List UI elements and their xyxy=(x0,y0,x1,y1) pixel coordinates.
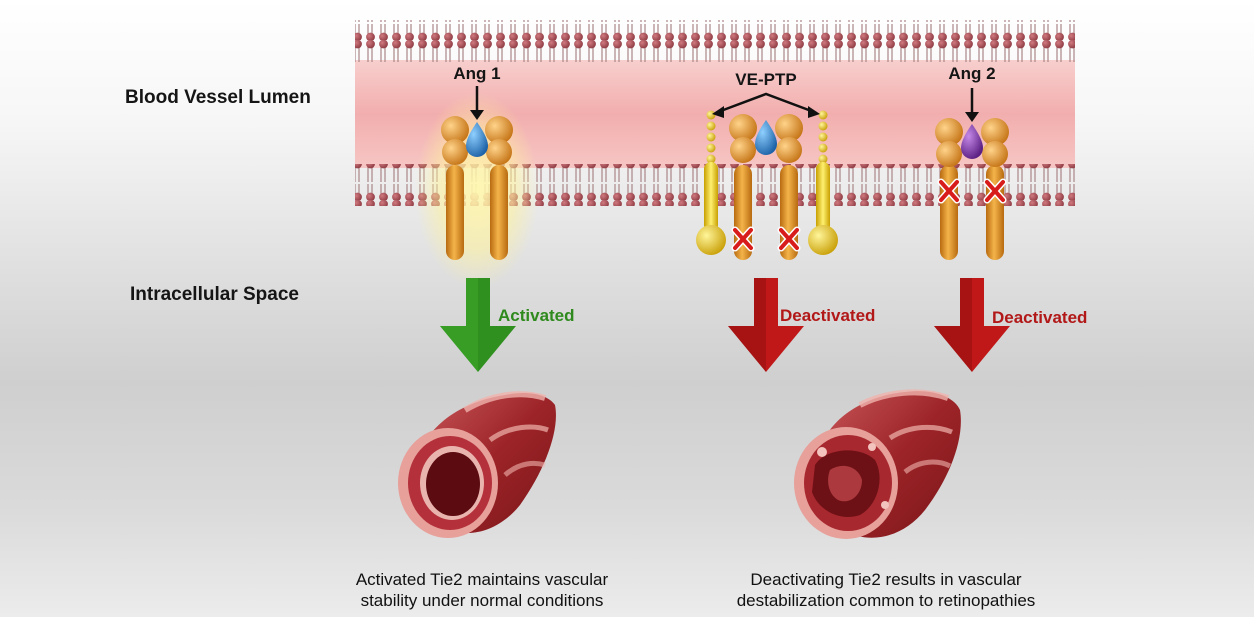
x-mark-icon xyxy=(983,178,1007,204)
veptp-phosphatase-left xyxy=(696,110,726,255)
ang2-label: Ang 2 xyxy=(948,64,996,83)
activated-status-label: Activated xyxy=(498,306,575,325)
veptp-bracket-icon xyxy=(712,92,820,118)
deactivated-arrow-right-icon xyxy=(934,278,1010,372)
deactivated-caption: Deactivating Tie2 results in vascular de… xyxy=(686,569,1086,611)
deactivated-status-label-right: Deactivated xyxy=(992,308,1088,327)
healthy-blood-vessel-icon xyxy=(398,391,556,538)
ang1-arrow-icon xyxy=(470,86,484,120)
activation-glow xyxy=(415,92,539,288)
deactivated-caption-line2: destabilization common to retinopathies xyxy=(736,591,1036,610)
deactivated-caption-line1: Deactivating Tie2 results in vascular xyxy=(750,570,1022,589)
deactivated-arrow-middle-icon xyxy=(728,278,804,372)
blood-vessel-lumen-label: Blood Vessel Lumen xyxy=(125,87,311,108)
ang2-arrow-icon xyxy=(965,88,979,122)
deactivated-status-label-middle: Deactivated xyxy=(780,306,876,325)
veptp-label: VE-PTP xyxy=(735,70,797,89)
ang1-ligand xyxy=(466,122,488,157)
activated-caption-line2: stability under normal conditions xyxy=(360,591,604,610)
x-mark-icon xyxy=(777,226,801,252)
ang2-ligand xyxy=(961,124,983,159)
intracellular-space-label: Intracellular Space xyxy=(130,284,299,305)
x-mark-icon xyxy=(937,178,961,204)
top-membrane xyxy=(355,20,1075,62)
ang1-label: Ang 1 xyxy=(453,64,501,83)
damaged-blood-vessel-icon xyxy=(794,389,961,539)
activated-caption-line1: Activated Tie2 maintains vascular xyxy=(355,570,609,589)
activated-arrow-icon xyxy=(440,278,516,372)
veptp-phosphatase-right xyxy=(808,110,838,255)
x-mark-icon xyxy=(731,226,755,252)
middle-ligand xyxy=(755,120,777,155)
activated-caption: Activated Tie2 maintains vascular stabil… xyxy=(292,569,672,611)
tie2-receptor-left xyxy=(441,116,513,260)
